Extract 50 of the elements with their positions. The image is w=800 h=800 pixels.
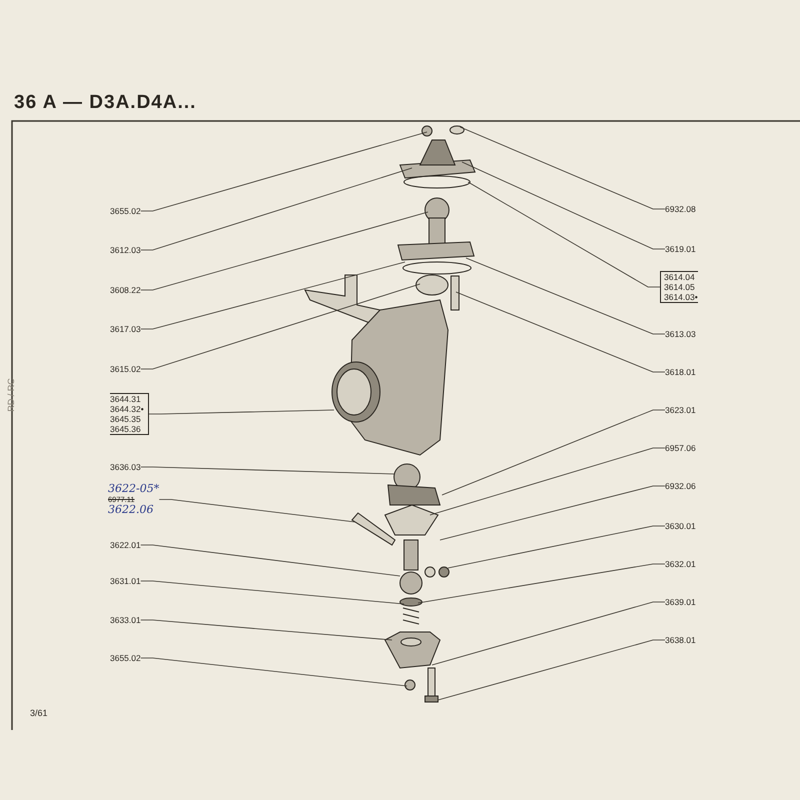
part-number: 3655.02 [110, 206, 141, 216]
leader-line [468, 182, 660, 288]
part-number: 3613.03 [665, 329, 696, 339]
part-number: 3608.22 [110, 285, 141, 295]
leader-line [158, 499, 356, 522]
part-number: 3633.01 [110, 615, 141, 625]
leader-line [442, 410, 666, 496]
leader-line [140, 620, 392, 640]
part-number: 3638.01 [665, 635, 696, 645]
page-title: 36 A — D3A.D4A... [14, 92, 196, 114]
leader-line [462, 162, 666, 250]
part-number: 6957.06 [665, 443, 696, 453]
leader-line [140, 466, 396, 474]
leader-line [140, 212, 428, 290]
part-number: 3636.03 [110, 462, 141, 472]
margin-note: RD / RC [6, 378, 16, 412]
leader-line [438, 640, 666, 700]
leader-line [456, 292, 666, 372]
leader-line [430, 448, 666, 516]
part-number: 3623.01 [665, 405, 696, 415]
leader-line [140, 580, 404, 604]
part-number: 3644.31 3644.32• 3645.35 3645.36 [110, 393, 149, 435]
part-number: 3614.04 3614.05 3614.03• [660, 271, 698, 303]
part-number: 3632.01 [665, 559, 696, 569]
leader-line [148, 410, 334, 414]
part-number: 3630.01 [665, 521, 696, 531]
part-number: 3622.01 [110, 540, 141, 550]
part-number: 3655.02 [110, 653, 141, 663]
part-number: 3619.01 [665, 244, 696, 254]
leader-line [140, 284, 420, 370]
leader-line [460, 126, 666, 210]
leader-line [140, 168, 412, 250]
part-number: 3631.01 [110, 576, 141, 586]
part-number: 3617.03 [110, 324, 141, 334]
part-number: 6932.08 [665, 204, 696, 214]
leader-line [466, 258, 666, 334]
leader-line [140, 544, 400, 576]
leader-line [140, 262, 406, 330]
leader-line [140, 658, 408, 686]
leader-line [432, 602, 666, 666]
part-number: 3612.03 [110, 245, 141, 255]
leader-line [140, 132, 428, 212]
leader-line [440, 486, 666, 540]
leader-line [448, 526, 666, 568]
part-number: 6932.06 [665, 481, 696, 491]
part-number: 3639.01 [665, 597, 696, 607]
page-number: 3/61 [30, 708, 48, 718]
part-number: 3615.02 [110, 364, 141, 374]
part-number: 3618.01 [665, 367, 696, 377]
leader-line [418, 564, 666, 604]
